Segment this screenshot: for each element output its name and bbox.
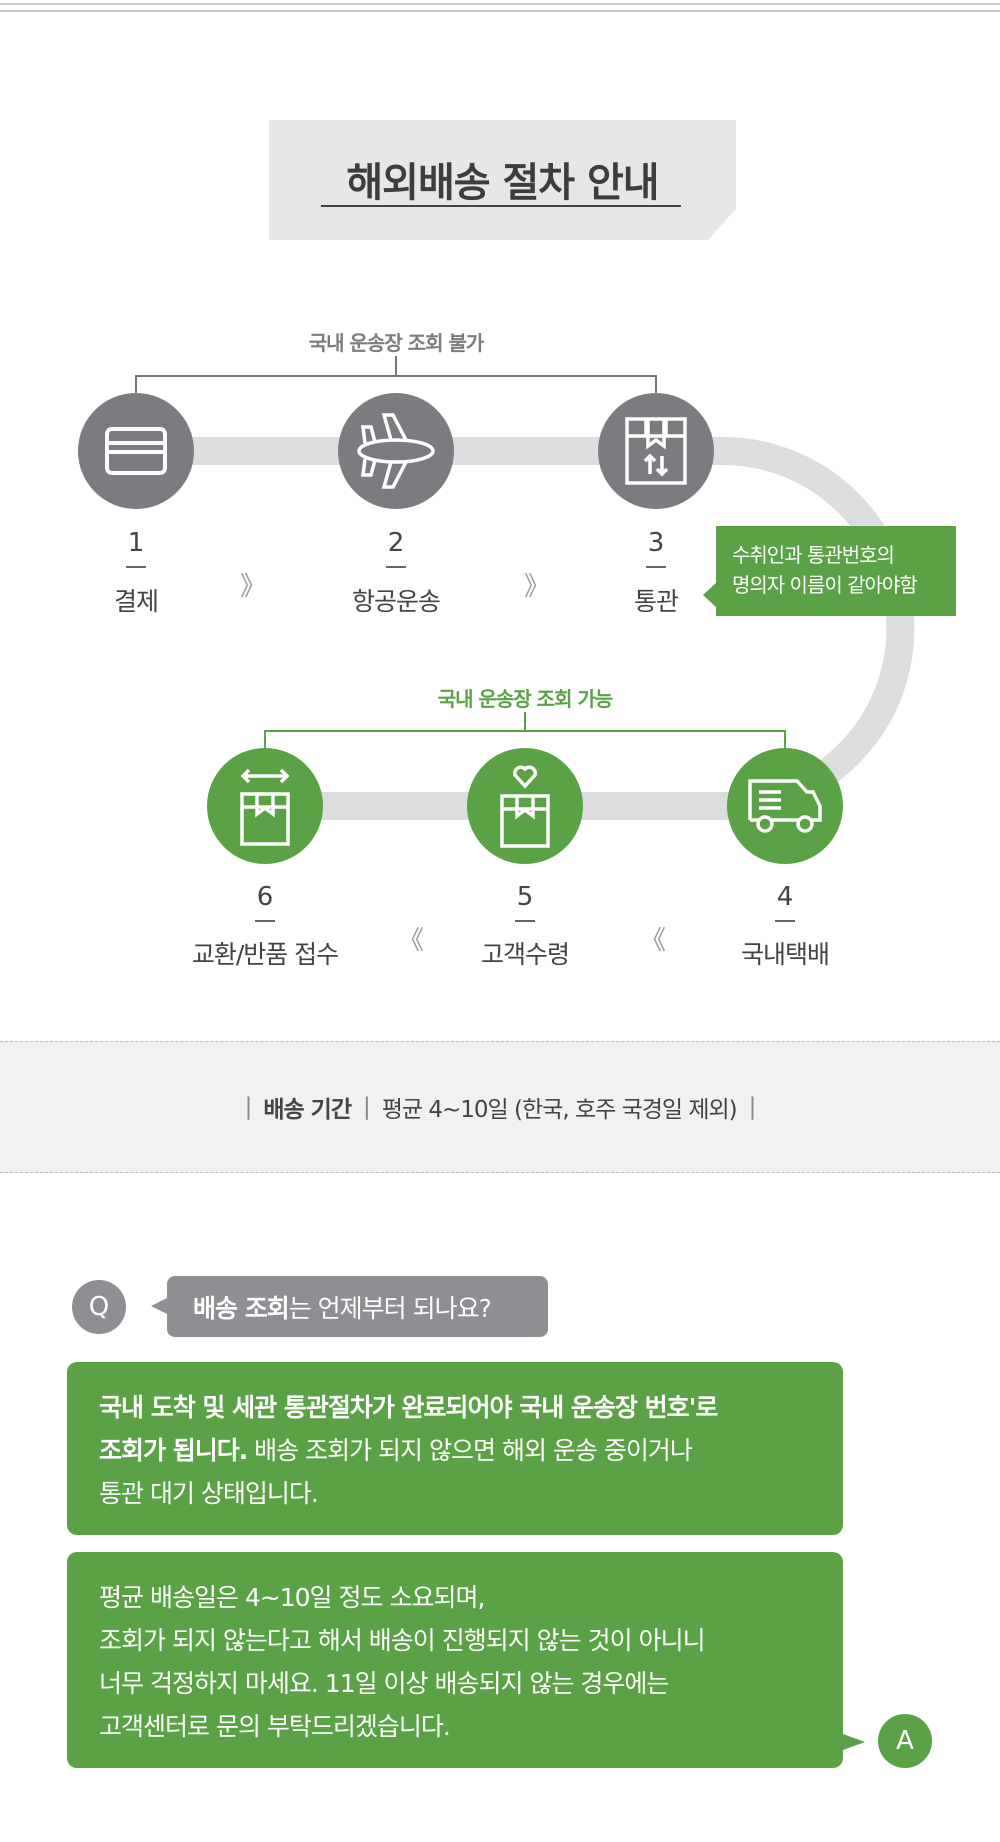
top-divider xyxy=(0,3,1000,5)
answer1-bold-line1: 국내 도착 및 세관 통관절차가 완료되어야 국내 운송장 번호'로 xyxy=(99,1393,718,1422)
answer-box-2: 평균 배송일은 4~10일 정도 소요되며, 조회가 되지 않는다고 해서 배송… xyxy=(67,1552,843,1768)
gray-bracket xyxy=(135,356,657,393)
step-1-number: 1 xyxy=(127,528,145,558)
number-underline xyxy=(126,566,146,568)
step-4-circle xyxy=(727,748,843,864)
answer-badge: A xyxy=(878,1714,932,1768)
number-underline xyxy=(775,920,795,922)
answer2-line: 고객센터로 문의 부탁드리겠습니다. xyxy=(99,1712,451,1741)
chevron-left-icon: 《 xyxy=(398,926,424,956)
step-1-circle xyxy=(78,393,194,509)
separator: | xyxy=(244,1094,253,1120)
answer1-bold-line2: 조회가 됩니다. xyxy=(99,1436,248,1465)
answer2-line: 너무 걱정하지 마세요. 11일 이상 배송되지 않는 경우에는 xyxy=(99,1669,669,1698)
answer2-line: 조회가 되지 않는다고 해서 배송이 진행되지 않는 것이 아니니 xyxy=(99,1626,706,1655)
step-5-circle xyxy=(467,748,583,864)
step-3-label: 통관 xyxy=(633,587,679,616)
step-4-label: 국내택배 xyxy=(740,940,830,969)
title-banner: 해외배송 절차 안내 xyxy=(269,120,736,240)
step-5-number: 5 xyxy=(516,882,534,912)
green-bracket xyxy=(264,712,786,748)
customs-box-icon xyxy=(625,417,687,485)
title-underline xyxy=(321,205,681,207)
step-6-label: 교환/반품 접수 xyxy=(191,940,339,969)
question-rest: 는 언제부터 되나요? xyxy=(288,1293,492,1323)
delivery-truck-icon xyxy=(748,779,822,833)
heart-box-icon xyxy=(500,765,550,848)
separator: | xyxy=(748,1094,757,1120)
answer1-rest: 배송 조회가 되지 않으면 해외 운송 중이거나 xyxy=(247,1436,693,1465)
number-underline xyxy=(515,920,535,922)
step-2-label: 항공운송 xyxy=(351,587,441,616)
step-2-number: 2 xyxy=(387,528,405,558)
step-5-label: 고객수령 xyxy=(480,940,570,969)
chevron-right-icon: 》 xyxy=(240,572,266,602)
callout-line-2: 명의자 이름이 같아야함 xyxy=(732,573,918,597)
answer-tail xyxy=(843,1734,873,1750)
number-underline xyxy=(646,566,666,568)
customs-name-callout: 수취인과 통관번호의 명의자 이름이 같아야함 xyxy=(703,526,956,616)
question-bold: 배송 조회 xyxy=(193,1293,290,1323)
chevron-left-icon: 《 xyxy=(640,926,666,956)
callout-line-1: 수취인과 통관번호의 xyxy=(732,543,895,567)
answer-box-1: 국내 도착 및 세관 통관절차가 완료되어야 국내 운송장 번호'로 조회가 됩… xyxy=(67,1362,843,1535)
step-3-circle xyxy=(598,393,714,509)
answer2-line: 평균 배송일은 4~10일 정도 소요되며, xyxy=(99,1583,485,1612)
question-badge: Q xyxy=(72,1280,126,1334)
number-underline xyxy=(255,920,275,922)
page-title: 해외배송 절차 안내 xyxy=(346,160,659,206)
period-value: 평균 4~10일 (한국, 호주 국경일 제외) xyxy=(381,1097,738,1123)
step-3-number: 3 xyxy=(647,528,665,558)
number-underline xyxy=(386,566,406,568)
trackable-label: 국내 운송장 조회 가능 xyxy=(437,687,614,711)
step-6-number: 6 xyxy=(256,882,274,912)
airplane-icon xyxy=(357,413,435,489)
delivery-period-band: | 배송 기간 | 평균 4~10일 (한국, 호주 국경일 제외) | xyxy=(0,1041,1000,1173)
separator: | xyxy=(363,1094,371,1120)
answer1-line3: 통관 대기 상태입니다. xyxy=(99,1479,319,1508)
step-4-number: 4 xyxy=(776,882,794,912)
exchange-box-icon xyxy=(240,768,290,846)
not-trackable-label: 국내 운송장 조회 불가 xyxy=(308,331,485,355)
step-1-label: 결제 xyxy=(113,587,159,616)
step-2-circle xyxy=(338,393,454,509)
chevron-right-icon: 》 xyxy=(524,572,550,602)
step-6-circle xyxy=(207,748,323,864)
credit-card-icon xyxy=(105,427,167,475)
period-label: 배송 기간 xyxy=(263,1097,352,1123)
top-divider xyxy=(0,10,1000,12)
